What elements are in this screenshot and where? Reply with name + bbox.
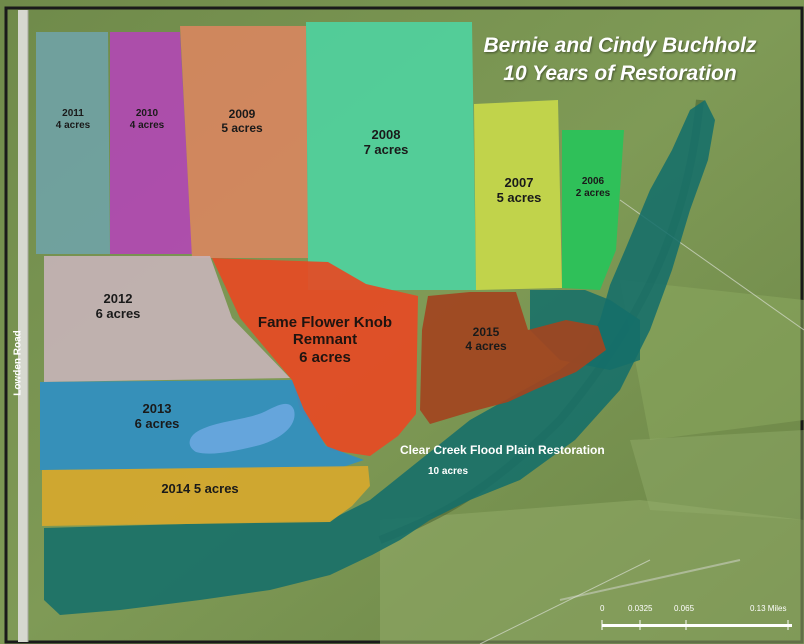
parcel-2011-shape	[36, 32, 110, 254]
parcel-year: 2010	[135, 108, 159, 119]
road-label-text: Lowden Road	[12, 330, 24, 396]
parcel-year: 2012	[103, 291, 133, 306]
parcel-label-2012: 2012 6 acres	[70, 291, 166, 322]
field-road	[559, 559, 741, 601]
parcel-area: 5 acres	[496, 189, 542, 205]
scale-label-0: 0	[600, 604, 605, 613]
parcel-area: 7 acres	[363, 141, 409, 157]
parcel-year: 2011	[62, 108, 84, 119]
scale-label-1: 0.0325	[628, 604, 653, 613]
map-title-line2: 10 Years of Restoration	[503, 62, 737, 86]
power-line	[479, 559, 651, 644]
parcel-label-2009: 2009 5 acres	[202, 107, 282, 136]
parcel-year: 2006	[581, 176, 605, 187]
parcel-2006-shape	[562, 130, 624, 290]
parcel-2015-shape	[420, 292, 606, 424]
parcel-label-2006: 2006 2 acres	[562, 176, 624, 199]
parcel-2013-shape	[40, 380, 364, 470]
parcel-year: 2008	[371, 127, 401, 142]
parcel-year: 2013	[142, 401, 172, 416]
scale-bar-line	[602, 624, 792, 627]
parcel-area: 4 acres	[129, 119, 165, 131]
parcel-2007-shape	[474, 100, 562, 290]
parcel-area: 2 acres	[575, 187, 611, 199]
parcel-area: 5 acres	[221, 120, 263, 135]
floodplain-area: 10 acres	[428, 466, 469, 477]
scale-bar	[601, 620, 792, 630]
field-patch	[630, 430, 804, 520]
remnant-name-line1: Fame Flower Knob	[257, 314, 393, 331]
floodplain-area-label: 10 acres	[428, 466, 508, 478]
parcel-year: 2009	[228, 107, 256, 121]
road-label: Lowden Road	[10, 318, 26, 408]
remnant-area: 6 acres	[299, 348, 351, 366]
scale-label-2: 0.065	[674, 604, 695, 613]
map-title: Bernie and Cindy Buchholz 10 Years of Re…	[455, 32, 785, 89]
pond-shape	[189, 403, 295, 454]
scale-bar-labels: 0 0.0325 0.065 0.13 Miles	[598, 604, 798, 640]
parcel-area: 4 acres	[55, 119, 91, 131]
remnant-shape	[212, 258, 418, 456]
floodplain-name: Clear Creek Flood Plain Restoration	[400, 443, 605, 457]
parcel-area: 4 acres	[465, 338, 507, 353]
parcel-2008-shape	[306, 22, 476, 290]
floodplain-label: Clear Creek Flood Plain Restoration	[400, 443, 660, 458]
parcel-year: 2014 5 acres	[161, 481, 239, 496]
parcel-2009-shape	[180, 26, 308, 258]
parcel-label-2015: 2015 4 acres	[446, 325, 526, 354]
parcel-area: 6 acres	[134, 415, 180, 431]
parcel-label-2011: 2011 4 acres	[38, 108, 108, 131]
parcel-label-2007: 2007 5 acres	[484, 175, 554, 206]
field-patch	[380, 500, 804, 644]
parcel-2012-shape	[44, 256, 290, 382]
parcel-label-2010: 2010 4 acres	[112, 108, 182, 131]
remnant-name-line2: Remnant	[292, 331, 358, 349]
parcel-year: 2007	[504, 175, 534, 190]
parcel-label-2014: 2014 5 acres	[130, 481, 270, 497]
parcel-label-2013: 2013 6 acres	[112, 401, 202, 432]
parcel-label-2008: 2008 7 acres	[344, 127, 428, 158]
parcel-area: 6 acres	[95, 305, 141, 321]
lowden-road	[18, 10, 28, 642]
parcel-year: 2015	[472, 325, 500, 339]
parcel-2014-shape	[42, 466, 370, 526]
remnant-label: Fame Flower Knob Remnant 6 acres	[250, 314, 400, 366]
scale-label-3: 0.13 Miles	[750, 604, 787, 613]
parcel-2010-shape	[110, 32, 192, 254]
map-title-line1: Bernie and Cindy Buchholz	[483, 34, 757, 57]
field-patch	[620, 280, 804, 440]
